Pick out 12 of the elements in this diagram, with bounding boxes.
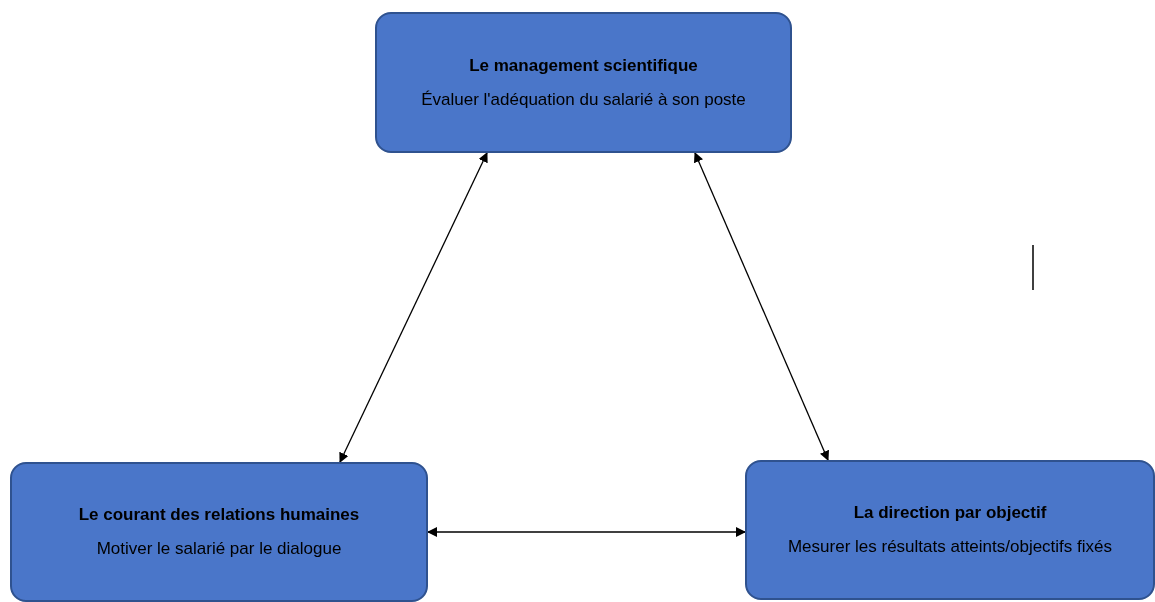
box-description: Motiver le salarié par le dialogue <box>96 539 342 559</box>
box-description: Mesurer les résultats atteints/objectifs fixés <box>787 537 1113 557</box>
box-description: Évaluer l'adéquation du salarié à son poste <box>421 89 746 110</box>
process-box <box>745 460 1155 600</box>
process-box <box>10 462 428 602</box>
box-title: La direction par objectif <box>853 503 1047 523</box>
double-arrow <box>427 527 746 537</box>
box-title: Le management scientifique <box>469 55 698 76</box>
double-arrow <box>339 152 488 463</box>
double-arrow <box>694 152 829 461</box>
process-box <box>375 12 792 153</box>
box-title: Le courant des relations humaines <box>78 505 360 525</box>
